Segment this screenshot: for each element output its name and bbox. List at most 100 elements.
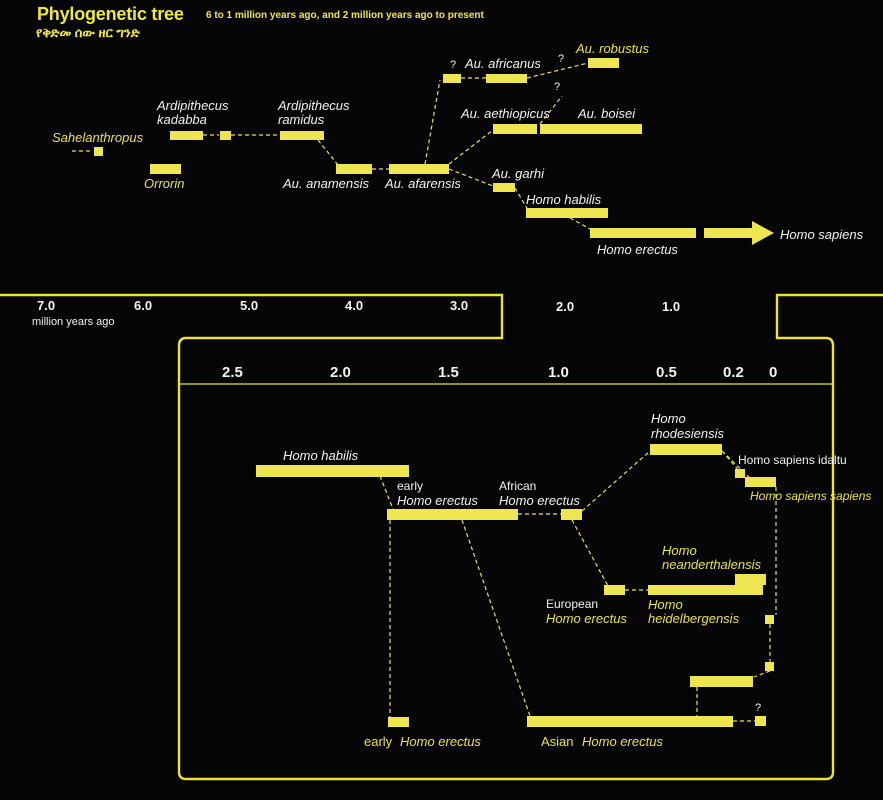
- connector-rhodesiensis-idaltu: [721, 450, 741, 473]
- label-asian-homo-erectus-line1: Asian: [541, 734, 574, 749]
- label-ardipithecus-kadabba-line2: kadabba: [157, 112, 207, 127]
- bar-early-homo-erectus-bottom: [388, 717, 409, 727]
- top-axis-frame-line: [0, 293, 883, 781]
- bar-ardipithecus-kadabba: [170, 131, 203, 140]
- label-sahelanthropus: Sahelanthropus: [52, 130, 144, 145]
- bar-asian-homo-erectus-late: [690, 676, 753, 687]
- label-orrorin: Orrorin: [144, 176, 185, 191]
- bar-au-afarensis: [389, 164, 449, 174]
- bar-homo-rhodesiensis: [650, 444, 722, 455]
- label-homo-sapiens-sapiens: Homo sapiens sapiens: [750, 489, 872, 503]
- bar-au-africanus-1: [443, 74, 461, 83]
- label-au-boisei: Au. boisei: [578, 106, 636, 121]
- page-subtitle: 6 to 1 million years ago, and 2 million …: [206, 10, 484, 21]
- bar-european-homo-erectus: [604, 585, 625, 595]
- bar-homo-erectus-arrow-shaft: [704, 228, 752, 238]
- connector-afarensis-africanus: [424, 79, 441, 165]
- top-tick-6-0: 6.0: [134, 298, 153, 313]
- bar-au-anamensis: [336, 164, 372, 174]
- label-homo-rhodesiensis-line2: rhodesiensis: [651, 426, 724, 441]
- bar-sahelanthropus: [94, 147, 103, 156]
- bar-heidelbergensis-branch-2: [765, 662, 774, 671]
- top-tick-2-0: 2.0: [556, 299, 575, 314]
- bottom-tick-0: 0: [769, 364, 778, 381]
- bar-orrorin: [150, 164, 181, 174]
- question-mark-africanus: ?: [450, 59, 457, 71]
- label-asian-homo-erectus-line2: Homo erectus: [582, 734, 663, 749]
- label-ardipithecus-ramidus-line2: ramidus: [278, 112, 325, 127]
- label-ardipithecus-ramidus-line1: Ardipithecus: [278, 98, 350, 113]
- label-homo-heidelbergensis-line1: Homo: [648, 597, 683, 612]
- bar-homo-habilis: [256, 465, 409, 477]
- top-axis-unit-label: million years ago: [32, 316, 115, 328]
- bar-heidelbergensis-branch-1: [765, 615, 774, 624]
- connector-aethiopicus-africanus: [539, 95, 563, 125]
- bar-early-homo-erectus-top: [387, 509, 518, 520]
- connector-african-rhodesiensis: [581, 450, 651, 512]
- arrow-head-homo-sapiens: [752, 221, 774, 245]
- bar-au-aethiopicus: [493, 124, 537, 134]
- bar-homo-heidelbergensis: [648, 585, 763, 595]
- bottom-tick-0-2: 0.2: [723, 364, 744, 381]
- label-au-afarensis: Au. afarensis: [385, 176, 461, 191]
- label-homo-erectus-upper: Homo erectus: [597, 242, 678, 257]
- label-au-anamensis: Au. anamensis: [283, 176, 369, 191]
- bottom-tick-2-0: 2.0: [330, 364, 351, 381]
- question-mark-asian-erectus: ?: [755, 702, 762, 714]
- label-african-homo-erectus-line2: Homo erectus: [499, 493, 580, 508]
- bar-homo-erectus-top: [590, 228, 696, 238]
- connector-early-erectus-asian: [461, 519, 531, 717]
- connector-african-european: [571, 519, 609, 587]
- bottom-tick-2-5: 2.5: [222, 364, 243, 381]
- bar-au-robustus: [588, 58, 619, 68]
- connector-afarensis-garhi: [448, 168, 494, 187]
- bar-ardipithecus-ramidus: [280, 131, 324, 140]
- connector-heidelbergensis-neanderthalensis: [759, 578, 767, 586]
- label-early-homo-erectus-top-line1: early: [397, 479, 424, 493]
- bar-au-africanus-2: [486, 74, 527, 83]
- top-tick-5-0: 5.0: [240, 298, 259, 313]
- connector-africanus-robustus: [526, 62, 589, 79]
- amharic-title: የቅድመ ሰው ዘር ግንድ: [36, 25, 140, 40]
- top-tick-1-0: 1.0: [662, 299, 681, 314]
- connector-afarensis-aethiopicus: [448, 129, 494, 165]
- label-homo-habilis-upper: Homo habilis: [526, 192, 602, 207]
- question-mark-robustus: ?: [558, 53, 565, 65]
- label-early-homo-erectus-bottom-line1: early: [364, 734, 393, 749]
- top-tick-3-0: 3.0: [450, 298, 469, 313]
- label-african-homo-erectus-line1: African: [499, 479, 537, 493]
- bar-asian-homo-erectus: [527, 716, 733, 727]
- connector-garhi-habilis: [514, 187, 529, 211]
- label-homo-sapiens-idaltu: Homo sapiens idaltu: [738, 453, 847, 467]
- label-homo-heidelbergensis-line2: heidelbergensis: [648, 611, 740, 626]
- top-tick-7-0: 7.0: [37, 298, 56, 313]
- top-tick-4-0: 4.0: [345, 298, 364, 313]
- connector-ramidus-anamensis: [317, 139, 339, 166]
- bar-ardipithecus-kadabba-2: [220, 131, 231, 140]
- label-european-homo-erectus-line2: Homo erectus: [546, 611, 627, 626]
- connector-habilis-erectus: [569, 217, 593, 231]
- bottom-tick-0-5: 0.5: [656, 364, 677, 381]
- page-title: Phylogenetic tree: [37, 4, 184, 24]
- bottom-tick-1-0: 1.0: [548, 364, 569, 381]
- label-au-robustus: Au. robustus: [576, 41, 649, 56]
- label-au-africanus: Au. africanus: [465, 56, 541, 71]
- label-homo-neanderthalensis-line2: neanderthalensis: [662, 557, 762, 572]
- bar-asian-homo-erectus-question: [755, 716, 766, 726]
- bar-au-boisei: [540, 124, 642, 134]
- label-au-garhi: Au. garhi: [492, 166, 545, 181]
- bar-au-garhi: [493, 183, 515, 192]
- bar-african-homo-erectus: [561, 509, 582, 520]
- label-homo-sapiens-upper: Homo sapiens: [780, 227, 864, 242]
- bottom-tick-1-5: 1.5: [438, 364, 459, 381]
- connector-habilis-early-erectus: [379, 475, 394, 510]
- label-au-aethiopicus: Au. aethiopicus: [461, 106, 550, 121]
- label-european-homo-erectus-line1: European: [546, 597, 599, 611]
- connector-sapiens-down: [753, 487, 777, 678]
- bar-homo-sapiens-idaltu: [735, 469, 745, 478]
- label-early-homo-erectus-top-line2: Homo erectus: [397, 493, 478, 508]
- label-homo-neanderthalensis-line1: Homo: [662, 543, 697, 558]
- label-ardipithecus-kadabba-line1: Ardipithecus: [157, 98, 229, 113]
